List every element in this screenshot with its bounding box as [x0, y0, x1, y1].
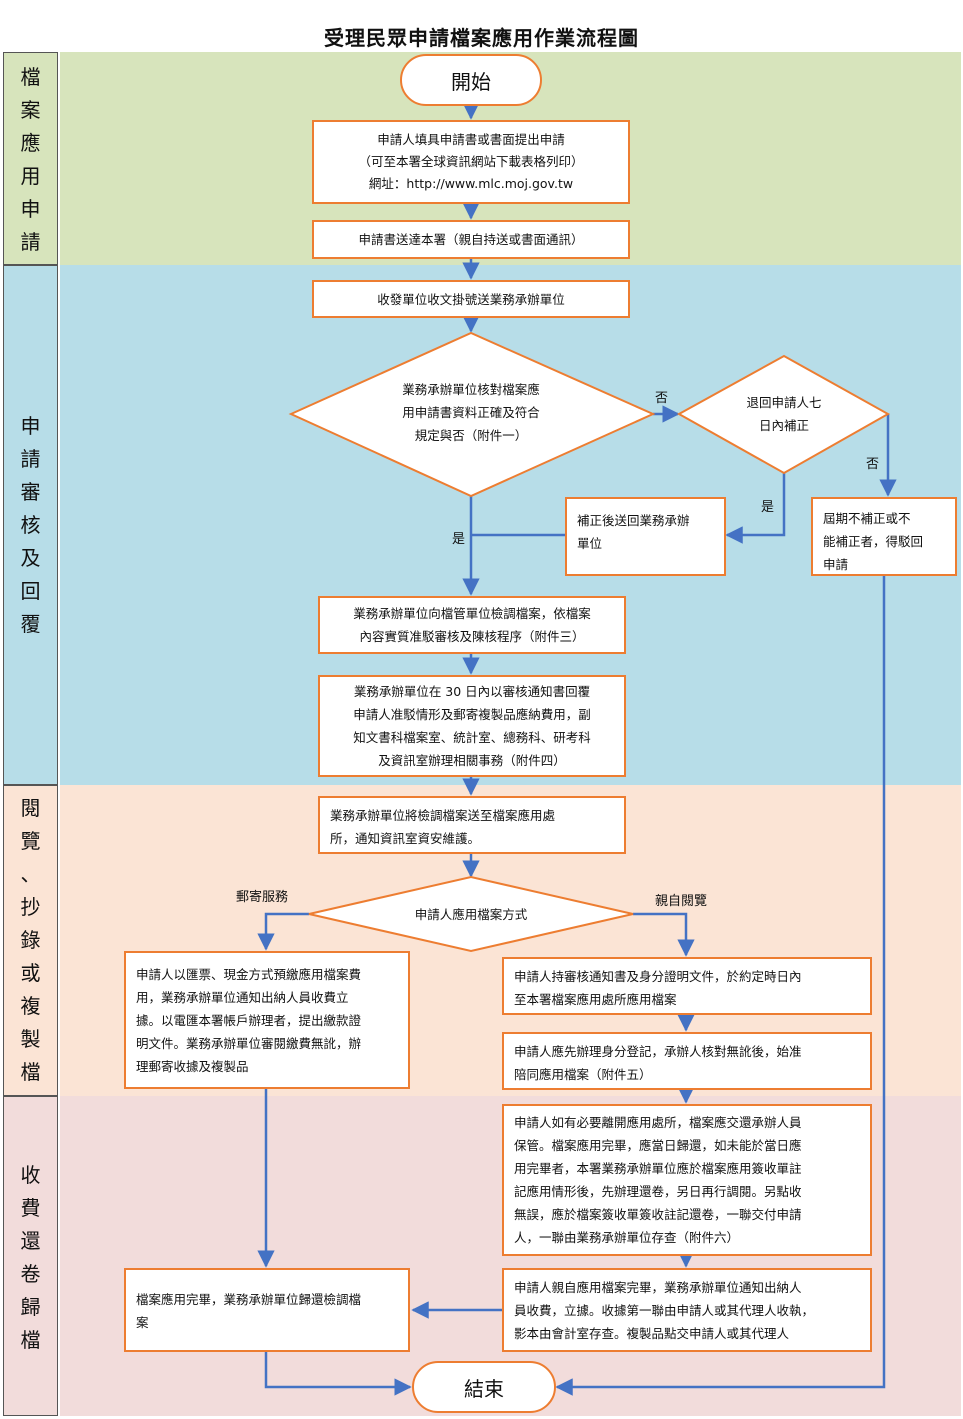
- label-mail-service: 郵寄服務: [236, 890, 289, 905]
- phase-label-review: 申 請 審 核 及 回 覆: [3, 265, 58, 785]
- label-return7-no: 否: [866, 457, 880, 472]
- identity-step: 申請人應先辦理身分登記，承辦人核對無訛後，始准 陪同應用檔案（附件五）: [502, 1032, 872, 1090]
- phase-label-reading: 閱 覽 、 抄 錄 或 複 製 檔: [3, 785, 58, 1096]
- start-terminal: 開始: [400, 54, 542, 106]
- label-check-no: 否: [655, 391, 669, 406]
- page-title: 受理民眾申請檔案應用作業流程圖: [324, 26, 639, 50]
- reply-step: 業務承辦單位在 30 日內以審核通知書回覆 申請人准駁情形及郵寄複製品應納費用，…: [318, 675, 626, 777]
- decision-check-text: 業務承辦單位核對檔案應 用申請書資料正確及符合 規定與否（附件一）: [402, 382, 540, 443]
- arrow-return7-resubmit: [725, 473, 786, 544]
- phase-label-apply: 檔 案 應 用 申 請: [3, 52, 58, 265]
- decision-return7-shape: [676, 354, 891, 475]
- fee-collect-step: 申請人親自應用檔案完畢，業務承辦單位通知出納人 員收費，立據。收據第一聯由申請人…: [502, 1268, 872, 1352]
- send-archive-step: 業務承辦單位將檢調檔案送至檔案應用處 所，通知資訊室資安維護。: [318, 796, 626, 854]
- decision-method-shape: [308, 875, 634, 953]
- leave-rules-step: 申請人如有必要離開應用處所，檔案應交還承辦人員 保管。檔案應用完畢，應當日歸還，…: [502, 1104, 872, 1256]
- label-return7-yes: 是: [761, 500, 775, 515]
- resubmit-step: 補正後送回業務承辦 單位: [565, 497, 726, 576]
- phase-label-fee: 收 費 還 卷 歸 檔: [3, 1096, 58, 1416]
- arrow-reject-end: [555, 576, 886, 1396]
- deliver-step: 申請書送達本署（親自持送或書面通訊）: [312, 220, 630, 259]
- decision-method-text: 申請人應用檔案方式: [414, 907, 528, 922]
- apply-step: 申請人填具申請書或書面提出申請 （可至本署全球資訊網站下載表格列印） 網址：ht…: [312, 120, 630, 204]
- decision-check-shape: [288, 331, 656, 498]
- label-check-yes: 是: [452, 532, 466, 547]
- return-file-step: 檔案應用完畢，業務承辦單位歸還檢調檔 案: [124, 1268, 410, 1352]
- retrieve-step: 業務承辦單位向檔管單位檢調檔案，依檔案 內容實質准駁審核及陳核程序（附件三）: [318, 596, 626, 654]
- end-terminal: 結束: [412, 1361, 556, 1413]
- mail-service-step: 申請人以匯票、現金方式預繳應用檔案費 用，業務承辦單位通知出納人員收費立 據。以…: [124, 951, 410, 1089]
- arrow-method-mail: [257, 912, 309, 951]
- reject-step: 屆期不補正或不 能補正者，得駁回 申請: [811, 497, 957, 576]
- label-visit: 親自閱覽: [655, 894, 708, 909]
- arrow-return-end: [264, 1352, 412, 1396]
- arrow-method-visit: [633, 912, 695, 957]
- decision-return7-text: 退回申請人七 日內補正: [746, 395, 822, 433]
- register-step: 收發單位收文掛號送業務承辦單位: [312, 280, 630, 318]
- visit-notice-step: 申請人持審核通知書及身分證明文件，於約定時日內 至本署檔案應用處所應用檔案: [502, 957, 872, 1015]
